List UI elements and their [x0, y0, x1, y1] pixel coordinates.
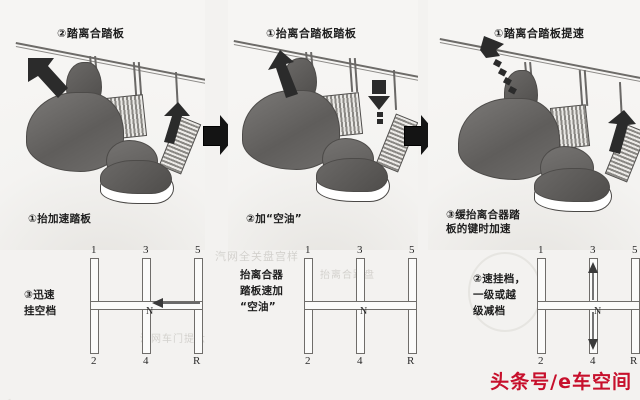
- gear-1-crossbar: [90, 301, 203, 310]
- gear-1-top-2: 5: [195, 244, 201, 256]
- gear-3-top-0: 1: [538, 244, 544, 256]
- gear-2-label: 抬离合器 踏板速加 “空油”: [240, 269, 284, 313]
- gear-3-top-2: 5: [632, 244, 638, 256]
- panel-3-header: ①踏离合踏板提速: [494, 27, 585, 40]
- gear-3-bot-0: 2: [538, 355, 544, 367]
- thigh-3: [458, 98, 560, 180]
- gear-1-shift-arrow: [152, 298, 200, 308]
- panel-1-caption: ①抬加速踏板: [28, 213, 92, 225]
- gear-1-neutral-label: N: [146, 306, 154, 317]
- gear-1-top-1: 3: [143, 244, 149, 256]
- shoe-2: [316, 158, 388, 192]
- gear-3: 1 3 5 N 2 4 R: [535, 244, 640, 367]
- gear-3-neutral-label: N: [594, 306, 602, 317]
- panel-3-caption: ③缓抬离合器踏 板的键时加速: [446, 209, 520, 236]
- gear-3-label: ②速挂档， 一级或越 级减档: [473, 273, 526, 317]
- gear-3-upshift-arrow: [588, 262, 598, 300]
- gear-2-top-1: 3: [357, 244, 363, 256]
- release-clutch-dashed-arrow-3: [480, 36, 517, 95]
- lift-accelerator-arrow-1: [164, 102, 190, 144]
- gear-2-top-2: 5: [409, 244, 415, 256]
- panel-1: ②踏离合踏板 ①抬加速踏板: [0, 0, 205, 250]
- panel-2-header: ①抬离合踏板踏板: [266, 27, 357, 40]
- gear-1-bot-0: 2: [91, 355, 97, 367]
- gear-3-bot-1: 4: [590, 355, 596, 367]
- press-clutch-arrow-1: [28, 58, 68, 98]
- gear-3-bot-2: R: [630, 355, 638, 367]
- gear-2-bot-1: 4: [357, 355, 363, 367]
- panel-2: ①抬离合踏板踏板 ②加“空油”: [228, 0, 418, 250]
- panel-1-header: ②踏离合踏板: [57, 27, 125, 40]
- gear-3-crossbar: [537, 301, 640, 310]
- source-watermark: 头条号/e车空间: [490, 371, 632, 393]
- shoe-1: [100, 160, 172, 194]
- gear-1-bot-2: R: [193, 355, 201, 367]
- gear-2-top-0: 1: [305, 244, 311, 256]
- gear-1-top-0: 1: [91, 244, 97, 256]
- gear-2-bot-0: 2: [305, 355, 311, 367]
- lift-clutch-arrow-2: [268, 50, 298, 98]
- gear-2: 1 3 5 N 2 4 R: [302, 244, 434, 367]
- panel-2-caption: ②加“空油”: [246, 213, 302, 225]
- gear-1-bot-1: 4: [143, 355, 149, 367]
- press-accelerator-arrow-3: [608, 110, 636, 154]
- gear-2-crossbar: [304, 301, 417, 310]
- gear-3-downshift-arrow: [588, 312, 598, 350]
- shoe-3: [534, 168, 610, 202]
- bg-watermark-text-1: 汽网全关盘宫样: [215, 250, 299, 263]
- gear-1: 1 3 5 N 2 4 R: [88, 244, 220, 367]
- panel-3: ①踏离合踏板提速 ③缓抬离合器踏 板的键时加速: [428, 0, 640, 250]
- gear-3-top-1: 3: [590, 244, 596, 256]
- gear-2-neutral-label: N: [360, 306, 368, 317]
- blip-throttle-arrow-2: [368, 80, 390, 124]
- gear-1-label: ③迅速 挂空档: [24, 289, 57, 317]
- gear-2-bot-2: R: [407, 355, 415, 367]
